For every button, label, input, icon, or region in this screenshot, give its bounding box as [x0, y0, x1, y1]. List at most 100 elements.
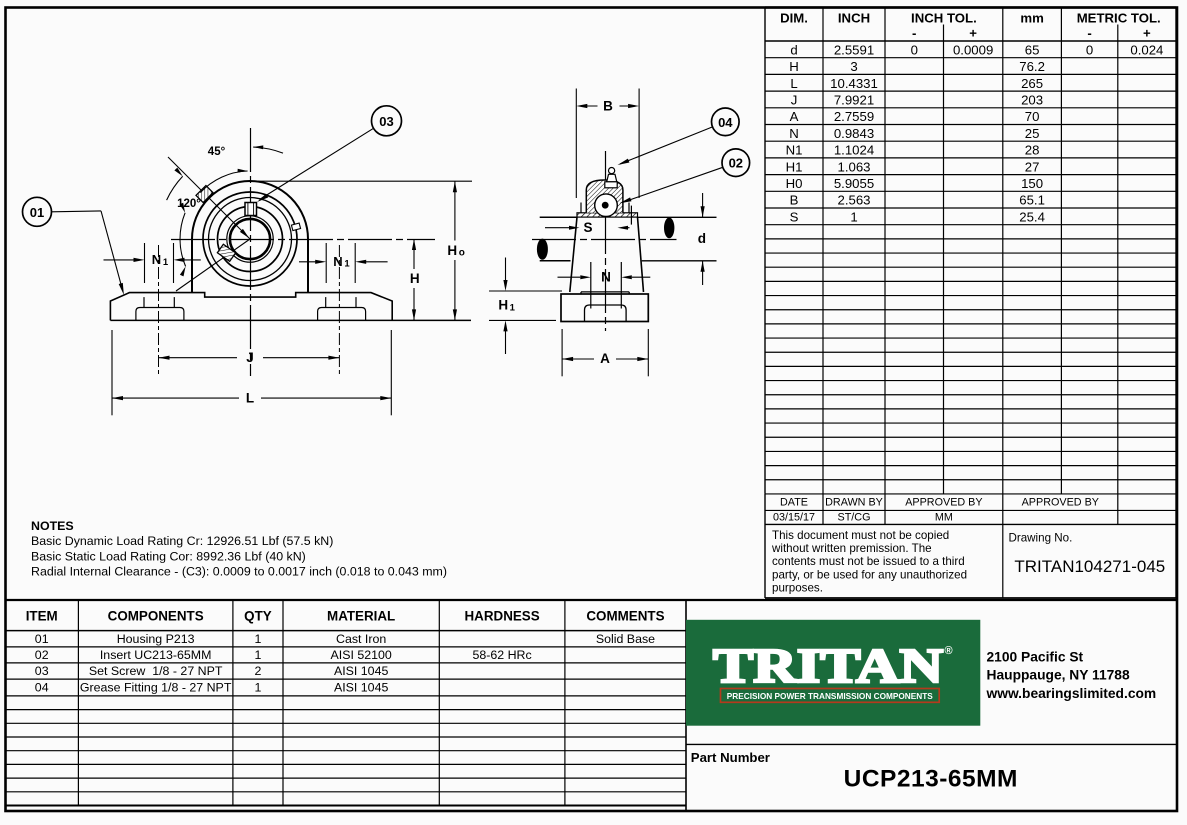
svg-text:S: S — [790, 209, 799, 224]
svg-text:25.4: 25.4 — [1019, 209, 1045, 224]
svg-text:0.024: 0.024 — [1130, 42, 1163, 57]
svg-text:+: + — [1143, 26, 1151, 41]
svg-text:25: 25 — [1025, 126, 1040, 141]
svg-text:0: 0 — [911, 42, 918, 57]
svg-text:1: 1 — [344, 259, 350, 270]
svg-text:HARDNESS: HARDNESS — [465, 608, 540, 623]
svg-text:10.4331: 10.4331 — [830, 76, 878, 91]
svg-text:H: H — [789, 59, 799, 74]
svg-text:MM: MM — [935, 512, 953, 524]
svg-text:J: J — [791, 92, 798, 107]
svg-text:N: N — [152, 252, 161, 267]
svg-text:+: + — [969, 26, 977, 41]
svg-text:Drawing No.: Drawing No. — [1009, 531, 1073, 544]
svg-text:-: - — [912, 26, 916, 41]
svg-text:mm: mm — [1020, 11, 1043, 26]
svg-text:2.5591: 2.5591 — [834, 42, 874, 57]
svg-text:1: 1 — [254, 681, 261, 695]
svg-text:APPROVED BY: APPROVED BY — [905, 496, 982, 508]
svg-text:2.563: 2.563 — [837, 193, 870, 208]
svg-text:J: J — [246, 350, 254, 365]
svg-text:27: 27 — [1025, 159, 1040, 174]
svg-text:TRITAN104271-045: TRITAN104271-045 — [1014, 557, 1165, 576]
svg-text:MATERIAL: MATERIAL — [327, 608, 395, 623]
svg-text:H: H — [498, 298, 508, 313]
svg-text:H: H — [410, 271, 420, 286]
svg-text:1: 1 — [510, 302, 516, 313]
svg-text:contents must not be issued to: contents must not be issued to a third — [772, 555, 965, 568]
svg-text:0.0009: 0.0009 — [953, 42, 993, 57]
svg-text:Solid Base: Solid Base — [596, 632, 655, 646]
svg-text:COMPONENTS: COMPONENTS — [108, 608, 204, 623]
svg-text:2: 2 — [254, 664, 261, 678]
svg-text:1: 1 — [163, 257, 169, 268]
svg-text:N: N — [601, 269, 611, 284]
svg-text:This document must not be copi: This document must not be copied — [772, 529, 949, 542]
svg-text:A: A — [600, 351, 610, 366]
svg-text:L: L — [790, 76, 797, 91]
svg-text:NOTES: NOTES — [31, 519, 74, 533]
svg-text:A: A — [790, 109, 799, 124]
svg-text:-: - — [1087, 26, 1091, 41]
svg-text:04: 04 — [718, 115, 733, 130]
svg-text:ST/CG: ST/CG — [838, 512, 871, 524]
svg-text:03: 03 — [35, 664, 49, 678]
svg-text:120°: 120° — [177, 198, 201, 210]
svg-text:Cast Iron: Cast Iron — [336, 632, 386, 646]
svg-text:3: 3 — [850, 59, 857, 74]
svg-text:APPROVED BY: APPROVED BY — [1022, 496, 1099, 508]
svg-text:Set Screw 1/8 - 27 NPT: Set Screw 1/8 - 27 NPT — [89, 664, 223, 678]
svg-text:203: 203 — [1021, 92, 1043, 107]
svg-text:70: 70 — [1025, 109, 1040, 124]
svg-text:Insert UC213-65MM: Insert UC213-65MM — [100, 648, 212, 662]
svg-text:AISI 1045: AISI 1045 — [334, 664, 389, 678]
svg-text:28: 28 — [1025, 143, 1040, 158]
svg-text:www.bearingslimited.com: www.bearingslimited.com — [986, 686, 1157, 701]
svg-text:COMMENTS: COMMENTS — [586, 608, 664, 623]
svg-text:o: o — [459, 247, 465, 258]
svg-text:H0: H0 — [786, 176, 803, 191]
svg-text:S: S — [583, 220, 592, 235]
svg-text:INCH: INCH — [838, 11, 870, 26]
svg-text:DRAWN BY: DRAWN BY — [825, 496, 883, 508]
svg-text:UCP213-65MM: UCP213-65MM — [844, 766, 1018, 793]
svg-text:AISI 52100: AISI 52100 — [330, 648, 391, 662]
svg-text:0: 0 — [1086, 42, 1093, 57]
svg-text:B: B — [790, 193, 799, 208]
svg-text:58-62 HRc: 58-62 HRc — [472, 648, 531, 662]
svg-text:76.2: 76.2 — [1019, 59, 1045, 74]
svg-text:DIM.: DIM. — [780, 11, 808, 26]
svg-text:ITEM: ITEM — [26, 608, 58, 623]
svg-text:Basic Static Load Rating Cor:: Basic Static Load Rating Cor: 8992.36 Lb… — [31, 549, 306, 563]
svg-text:04: 04 — [35, 681, 49, 695]
svg-text:B: B — [603, 98, 613, 113]
svg-text:Part Number: Part Number — [691, 750, 770, 765]
svg-text:N1: N1 — [786, 143, 803, 158]
svg-text:1.063: 1.063 — [837, 159, 870, 174]
svg-text:QTY: QTY — [244, 608, 272, 623]
svg-text:265: 265 — [1021, 76, 1043, 91]
svg-text:1: 1 — [254, 632, 261, 646]
svg-text:65.1: 65.1 — [1019, 193, 1045, 208]
svg-text:H: H — [447, 243, 457, 258]
svg-text:1: 1 — [254, 648, 261, 662]
svg-text:H1: H1 — [786, 159, 803, 174]
svg-text:METRIC TOL.: METRIC TOL. — [1077, 11, 1161, 26]
svg-text:without written premission. Th: without written premission. The — [771, 542, 932, 555]
svg-text:AISI 1045: AISI 1045 — [334, 681, 389, 695]
svg-text:03: 03 — [379, 114, 393, 129]
svg-text:45°: 45° — [208, 146, 226, 158]
svg-text:PRECISION POWER TRANSMISSION C: PRECISION POWER TRANSMISSION COMPONENTS — [727, 691, 933, 701]
svg-text:d: d — [790, 42, 797, 57]
svg-text:Housing P213: Housing P213 — [117, 632, 195, 646]
svg-text:TRITAN: TRITAN — [713, 638, 943, 693]
svg-text:2.7559: 2.7559 — [834, 109, 874, 124]
svg-text:®: ® — [944, 645, 952, 657]
svg-text:1.1024: 1.1024 — [834, 143, 874, 158]
svg-text:d: d — [698, 231, 706, 246]
svg-text:Grease Fitting 1/8 - 27 NPT: Grease Fitting 1/8 - 27 NPT — [80, 681, 232, 695]
svg-text:150: 150 — [1021, 176, 1043, 191]
svg-text:INCH TOL.: INCH TOL. — [911, 11, 977, 26]
svg-text:party, or be used for any unau: party, or be used for any unauthorized — [772, 568, 967, 581]
svg-text:65: 65 — [1025, 42, 1040, 57]
